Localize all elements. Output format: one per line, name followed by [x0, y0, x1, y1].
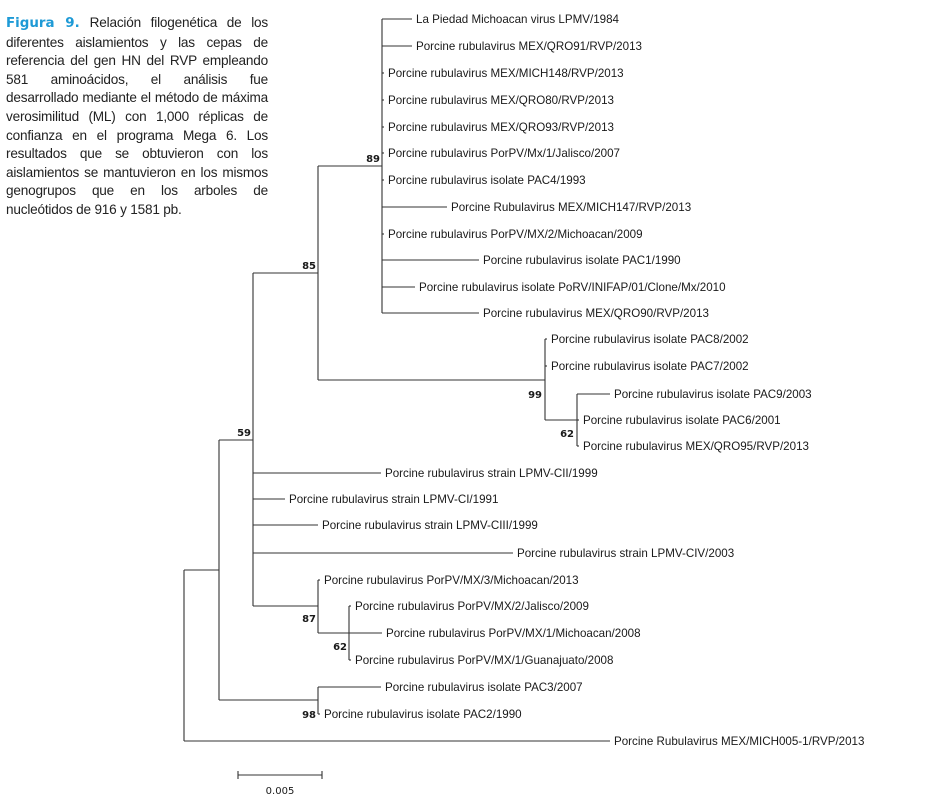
- leaf-label: Porcine rubulavirus PorPV/MX/2/Jalisco/2…: [355, 600, 589, 613]
- caption-text: Relación filogenética de los diferentes …: [6, 15, 269, 217]
- bootstrap-value: 98: [302, 710, 316, 721]
- leaf-label: Porcine rubulavirus strain LPMV-CIII/199…: [322, 519, 538, 532]
- leaf-label: Porcine rubulavirus isolate PAC8/2002: [551, 333, 749, 346]
- leaf-label: Porcine rubulavirus MEX/QRO91/RVP/2013: [416, 40, 642, 53]
- bootstrap-value: 62: [560, 429, 574, 440]
- bootstrap-value: 89: [366, 154, 380, 165]
- leaf-label: Porcine rubulavirus PorPV/MX/1/Guanajuat…: [355, 654, 613, 667]
- leaf-label: Porcine rubulavirus MEX/QRO80/RVP/2013: [388, 94, 614, 107]
- leaf-label: Porcine rubulavirus isolate PAC4/1993: [388, 174, 586, 187]
- leaf-label: Porcine rubulavirus PorPV/MX/3/Michoacan…: [324, 574, 579, 587]
- leaf-label: Porcine rubulavirus MEX/QRO95/RVP/2013: [583, 440, 809, 453]
- tree-branches: [183, 18, 610, 742]
- leaf-label: Porcine rubulavirus MEX/QRO93/RVP/2013: [388, 121, 614, 134]
- leaf-label: Porcine rubulavirus MEX/QRO90/RVP/2013: [483, 307, 709, 320]
- bootstrap-value: 99: [528, 390, 542, 401]
- leaf-label: Porcine rubulavirus isolate PAC7/2002: [551, 360, 749, 373]
- leaf-label: Porcine rubulavirus strain LPMV-CIV/2003: [517, 547, 734, 560]
- leaf-label: Porcine rubulavirus isolate PAC6/2001: [583, 414, 781, 427]
- leaf-label: La Piedad Michoacan virus LPMV/1984: [416, 13, 620, 26]
- scale-bar-label: 0.005: [266, 786, 295, 797]
- leaf-label: Porcine Rubulavirus MEX/MICH147/RVP/2013: [451, 201, 691, 214]
- tree-bootstrap-values: 89 85 99 62 59 87 62 98: [237, 154, 574, 721]
- bootstrap-value: 62: [333, 642, 347, 653]
- leaf-label: Porcine rubulavirus PorPV/MX/1/Michoacan…: [386, 627, 641, 640]
- leaf-label: Porcine rubulavirus isolate PAC2/1990: [324, 708, 522, 721]
- leaf-label: Porcine rubulavirus PorPV/MX/2/Michoacan…: [388, 228, 643, 241]
- leaf-label: Porcine rubulavirus isolate PoRV/INIFAP/…: [419, 281, 726, 294]
- leaf-label: Porcine rubulavirus MEX/MICH148/RVP/2013: [388, 67, 624, 80]
- leaf-label: Porcine rubulavirus isolate PAC1/1990: [483, 254, 681, 267]
- leaf-label: Porcine rubulavirus strain LPMV-CII/1999: [385, 467, 598, 480]
- leaf-label: Porcine rubulavirus strain LPMV-CI/1991: [289, 493, 498, 506]
- figure-caption: Figura 9. Relación filogenética de los d…: [6, 14, 268, 220]
- bootstrap-value: 59: [237, 428, 251, 439]
- leaf-label: Porcine rubulavirus PorPV/Mx/1/Jalisco/2…: [388, 147, 620, 160]
- bootstrap-value: 87: [302, 614, 316, 625]
- leaf-label: Porcine rubulavirus isolate PAC3/2007: [385, 681, 583, 694]
- leaf-label: Porcine rubulavirus isolate PAC9/2003: [614, 388, 812, 401]
- tree-leaf-labels: La Piedad Michoacan virus LPMV/1984Porci…: [289, 13, 864, 748]
- leaf-label: Porcine Rubulavirus MEX/MICH005-1/RVP/20…: [614, 735, 864, 748]
- bootstrap-value: 85: [302, 261, 316, 272]
- scale-bar: 0.005: [237, 771, 323, 797]
- figure-label: Figura 9.: [6, 16, 80, 31]
